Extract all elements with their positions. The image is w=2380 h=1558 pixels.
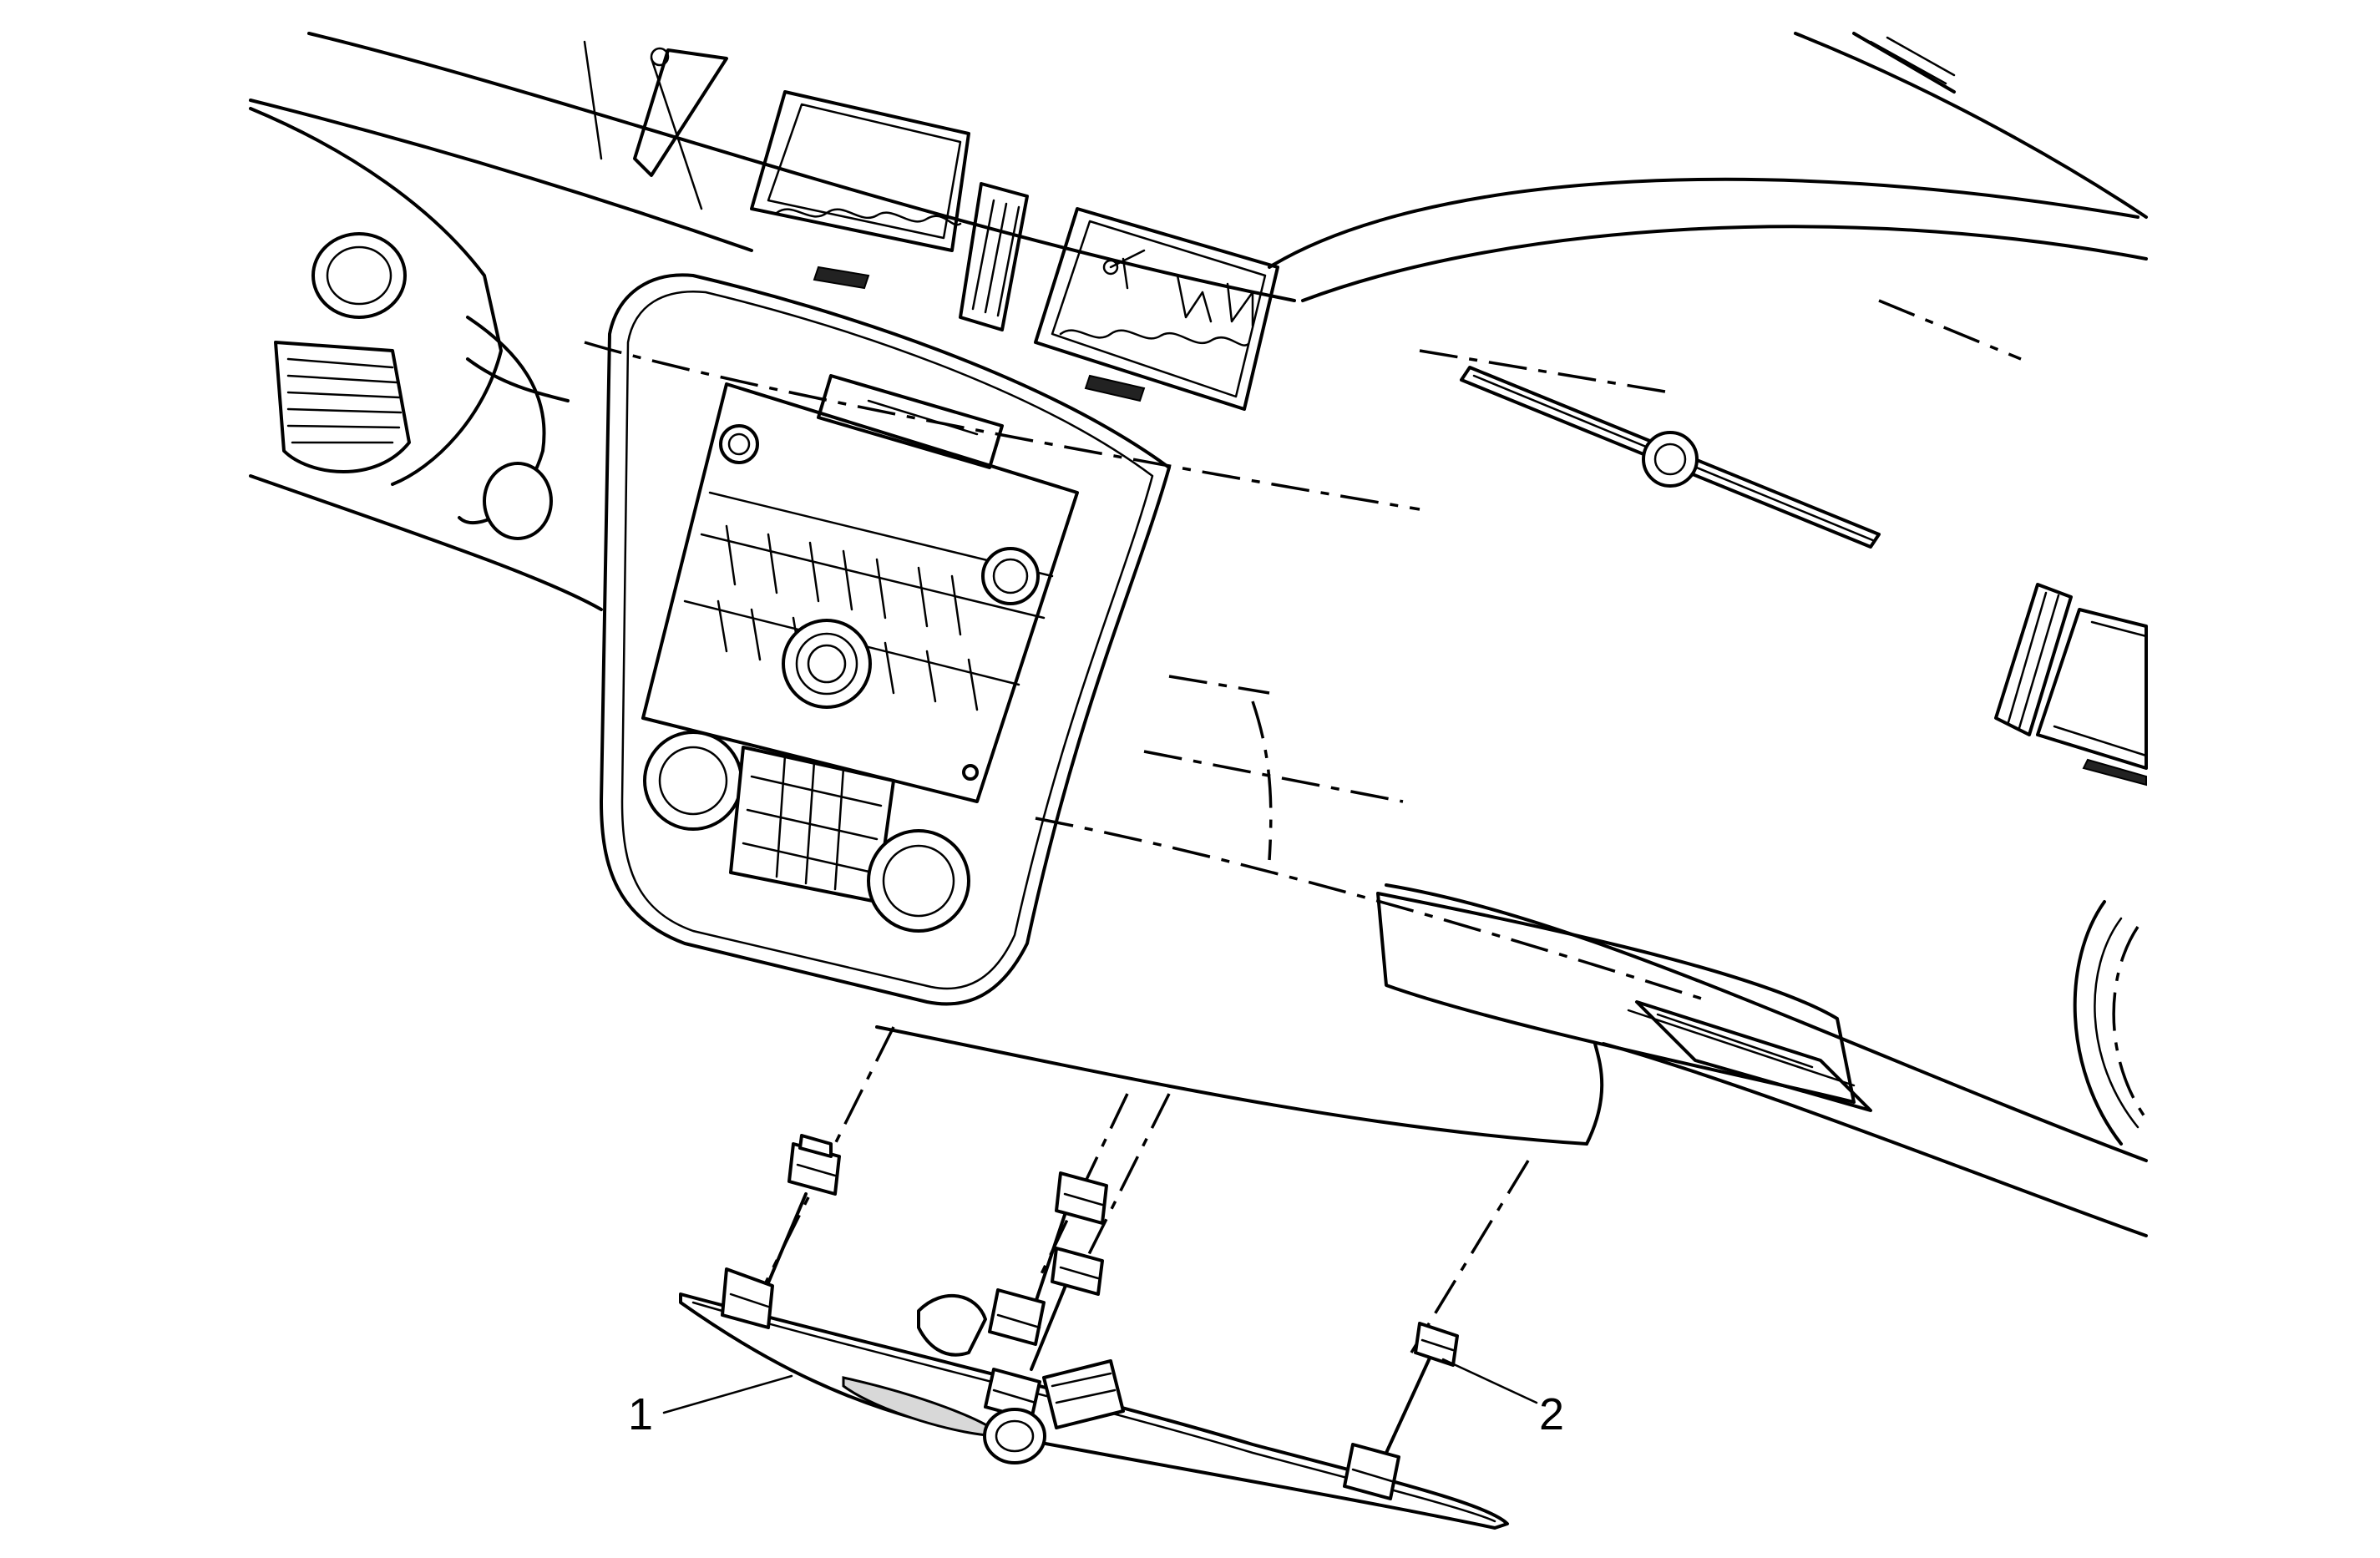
lower-trim-panel <box>679 1267 1509 1530</box>
left-vent-grille-icon <box>286 357 403 444</box>
fastener-nuts <box>787 1134 1459 1367</box>
fastener-nut-3 <box>1051 1247 1104 1296</box>
center-stack-bezel <box>600 273 1171 1006</box>
callout-1-label: 1 <box>628 1389 653 1439</box>
callout-2-label: 2 <box>1539 1389 1564 1439</box>
fastener-nut-1 <box>787 1134 841 1196</box>
callout-2-leader <box>1441 1358 1538 1404</box>
fastener-nut-2 <box>1055 1171 1108 1225</box>
fastener-nut-4 <box>1414 1322 1459 1367</box>
callout-2: 2 <box>1441 1358 1564 1439</box>
left-cluster-area <box>249 40 728 540</box>
passenger-side-panel <box>1376 366 2148 1146</box>
dashboard-upper-shell <box>249 32 2148 1237</box>
callout-1-leader <box>662 1374 793 1414</box>
callout-1: 1 <box>628 1374 793 1439</box>
center-upper-openings <box>750 90 1279 411</box>
